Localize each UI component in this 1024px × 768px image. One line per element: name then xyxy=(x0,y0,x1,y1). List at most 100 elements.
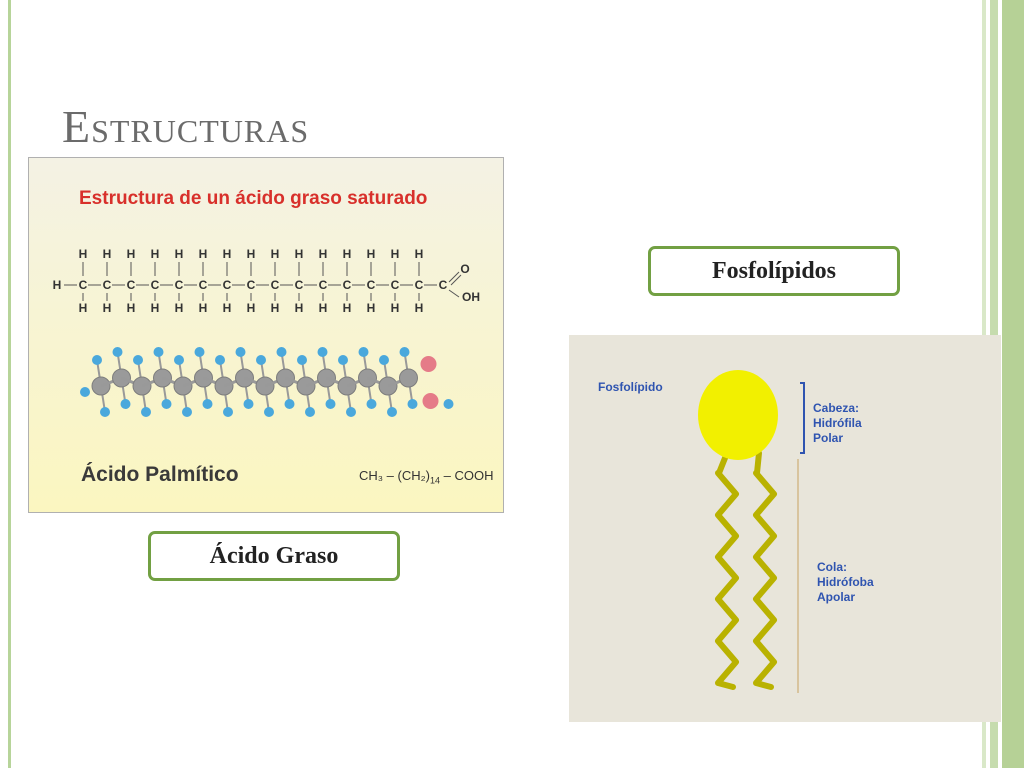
hydrogen-ball xyxy=(112,347,123,357)
hydrogen-symbol: H xyxy=(271,301,280,315)
phospholipid-title: Fosfolípido xyxy=(598,380,663,394)
hydrogen-ball xyxy=(346,407,356,417)
hydrogen-ball xyxy=(443,399,454,409)
hydrogen-ball xyxy=(243,399,254,409)
bond-line xyxy=(448,289,460,298)
hydrogen-symbol: H xyxy=(391,301,400,315)
oxygen-ball xyxy=(422,393,439,409)
oxygen-ball xyxy=(420,356,437,372)
chemical-formula: CH₃ – (CH₂)14 – COOH xyxy=(359,468,494,486)
hydrogen-ball xyxy=(80,387,90,397)
hydrogen-symbol: H xyxy=(343,247,352,261)
hydrogen-symbol: H xyxy=(127,301,136,315)
hydrogen-symbol: H xyxy=(79,247,88,261)
hydrogen-symbol: H xyxy=(103,247,112,261)
carbon-symbol: C xyxy=(295,278,304,292)
fatty-acid-heading: Estructura de un ácido graso saturado xyxy=(79,188,428,209)
carbon-symbol: C xyxy=(343,278,352,292)
hydrogen-ball xyxy=(366,399,377,409)
carbon-symbol: C xyxy=(247,278,256,292)
hydrogen-ball xyxy=(120,399,131,409)
phospholipid-diagram xyxy=(698,370,805,693)
hydrogen-symbol: H xyxy=(175,301,184,315)
carbon-symbol: C xyxy=(391,278,400,292)
hydrogen-ball xyxy=(305,407,315,417)
head-label-line: Polar xyxy=(813,431,844,445)
hydrogen-symbol: H xyxy=(199,247,208,261)
tail-label-line: Apolar xyxy=(817,590,856,604)
hydrogen-symbol: H xyxy=(127,247,136,261)
hydrogen-symbol: H xyxy=(175,247,184,261)
hydrogen-symbol: H xyxy=(415,247,424,261)
hydrogen-symbol: H xyxy=(53,278,62,292)
hydrogen-symbol: H xyxy=(199,301,208,315)
hydrogen-symbol: H xyxy=(151,247,160,261)
tail-label-line: Cola: xyxy=(817,560,847,574)
oxygen-symbol: O xyxy=(460,262,469,276)
bond-line xyxy=(448,271,460,283)
carbon-ball xyxy=(399,368,418,388)
hydroxyl-group-symbol: OH xyxy=(462,290,480,304)
carbon-symbol: C xyxy=(271,278,280,292)
carbon-symbol: C xyxy=(319,278,328,292)
hydrogen-ball xyxy=(141,407,151,417)
hydrogen-symbol: H xyxy=(247,247,256,261)
hydrogen-ball xyxy=(276,347,287,357)
carbon-symbol: C xyxy=(103,278,112,292)
carbon-symbol: C xyxy=(367,278,376,292)
bond-line xyxy=(450,274,462,286)
hydrogen-ball xyxy=(284,399,295,409)
hydrogen-symbol: H xyxy=(319,301,328,315)
hydrogen-ball xyxy=(407,399,418,409)
hydrogen-ball xyxy=(161,399,172,409)
fatty-acid-label: Ácido Graso xyxy=(148,531,400,581)
hydrogen-ball xyxy=(264,407,274,417)
hydrogen-symbol: H xyxy=(223,247,232,261)
hydrogen-ball xyxy=(338,355,348,365)
head-label-line: Hidrófila xyxy=(813,416,862,430)
head-label-line: Cabeza: xyxy=(813,401,860,415)
tail-label-line: Hidrófoba xyxy=(817,575,874,589)
phospholipids-label: Fosfolípidos xyxy=(648,246,900,296)
hydrogen-symbol: H xyxy=(391,247,400,261)
phospholipid-figure: Fosfolípido Cabeza: Hidrófila Polar Cola… xyxy=(569,335,1001,722)
hydrophilic-head xyxy=(698,370,778,460)
hydrogen-ball xyxy=(297,355,307,365)
hydrogen-ball xyxy=(194,347,205,357)
tail-label: Cola: Hidrófoba Apolar xyxy=(817,560,874,605)
hydrogen-ball xyxy=(100,407,110,417)
compound-name: Ácido Palmítico xyxy=(81,463,239,486)
hydrogen-ball xyxy=(317,347,328,357)
left-border-line xyxy=(8,0,11,768)
hydrogen-ball xyxy=(387,407,397,417)
hydrogen-ball xyxy=(223,407,233,417)
hydrogen-symbol: H xyxy=(223,301,232,315)
hydrogen-ball xyxy=(133,355,143,365)
head-label: Cabeza: Hidrófila Polar xyxy=(813,401,862,446)
hydrogen-symbol: H xyxy=(415,301,424,315)
hydrogen-ball xyxy=(153,347,164,357)
hydrogen-symbol: H xyxy=(343,301,352,315)
hydrogen-ball xyxy=(174,355,184,365)
hydrogen-symbol: H xyxy=(295,301,304,315)
hydrogen-symbol: H xyxy=(367,247,376,261)
hydrogen-symbol: H xyxy=(319,247,328,261)
formula-right: – COOH xyxy=(440,468,494,483)
hydrogen-symbol: H xyxy=(247,301,256,315)
carbon-symbol: C xyxy=(79,278,88,292)
hydrogen-ball xyxy=(379,355,389,365)
hydrogen-symbol: H xyxy=(367,301,376,315)
hydrogen-ball xyxy=(399,347,410,357)
carbon-symbol: C xyxy=(439,278,448,292)
tail-connector xyxy=(754,450,762,476)
head-bracket xyxy=(800,382,805,454)
hydrogen-ball xyxy=(202,399,213,409)
hydrogen-symbol: H xyxy=(271,247,280,261)
hydrogen-ball xyxy=(215,355,225,365)
hydrogen-ball xyxy=(358,347,369,357)
formula-subscript: 14 xyxy=(430,475,441,486)
hydrogen-symbol: H xyxy=(295,247,304,261)
hydrogen-symbol: H xyxy=(103,301,112,315)
